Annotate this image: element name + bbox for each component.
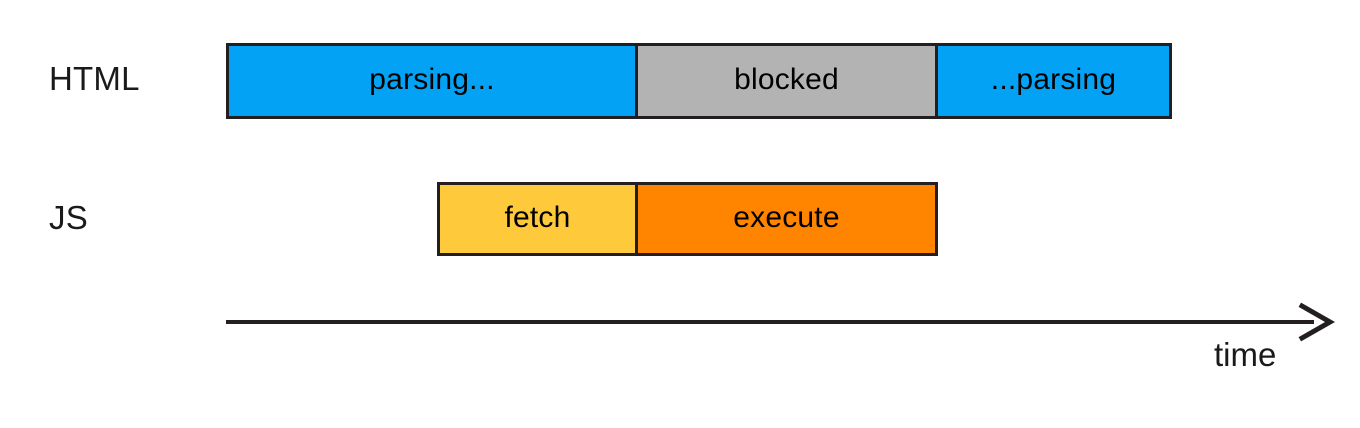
- segment-fetch: fetch: [437, 182, 638, 256]
- arrowhead-icon: [1298, 302, 1336, 342]
- segment-execute: execute: [635, 182, 938, 256]
- time-axis-label: time: [1214, 336, 1277, 373]
- timeline-track-html: parsing... blocked ...parsing: [226, 43, 1172, 119]
- segment-blocked: blocked: [635, 43, 938, 119]
- row-label-js: JS: [49, 199, 88, 236]
- segment-label: fetch: [504, 201, 571, 234]
- segment-label: parsing...: [369, 63, 495, 96]
- segment-parsing-start: parsing...: [226, 43, 638, 119]
- time-axis-arrow: [226, 302, 1336, 342]
- segment-label: execute: [733, 201, 840, 234]
- timeline-track-js: fetch execute: [437, 182, 938, 256]
- row-label-html: HTML: [49, 60, 140, 97]
- segment-label: ...parsing: [990, 63, 1117, 96]
- segment-parsing-resume: ...parsing: [935, 43, 1172, 119]
- segment-label: blocked: [734, 63, 839, 96]
